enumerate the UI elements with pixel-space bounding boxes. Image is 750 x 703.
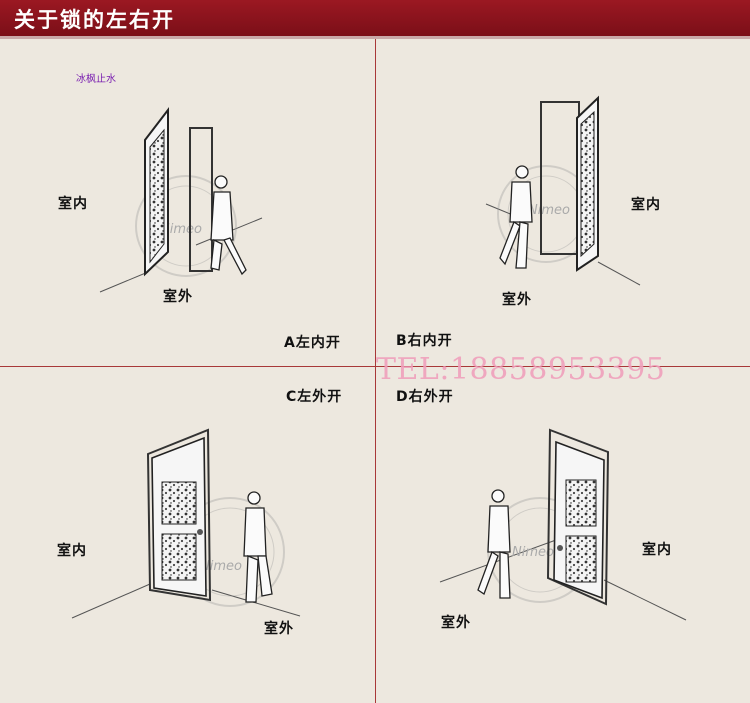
header-bar: 关于锁的左右开 <box>0 0 750 36</box>
door-glass <box>580 110 595 258</box>
door-handle <box>557 545 563 551</box>
floor-line <box>99 271 149 293</box>
door-frame <box>546 428 610 606</box>
vertical-divider <box>375 39 376 703</box>
panel-c-indoor-label: 室内 <box>57 543 87 559</box>
door-frame <box>540 101 580 255</box>
door-glass-lower <box>565 535 597 583</box>
phone-watermark: TEL:18858953395 <box>376 352 666 387</box>
floor-line <box>71 583 151 619</box>
panel-c-diagram: Nimeo <box>71 428 301 619</box>
panel-a-caption: A左内开 <box>284 335 341 351</box>
person-figure <box>210 175 247 276</box>
panel-d-diagram: Nimeo <box>439 428 687 621</box>
header-stripe <box>0 36 750 39</box>
panel-a-diagram: Nimeo <box>99 107 263 293</box>
wall-line <box>597 261 641 286</box>
panel-c-caption: C左外开 <box>286 389 343 405</box>
door-frame <box>189 127 213 272</box>
watermark-brand: Nimeo <box>512 545 554 560</box>
watermark-brand: Nimeo <box>160 222 202 237</box>
door-handle <box>197 529 203 535</box>
panel-b-indoor-label: 室内 <box>631 197 661 213</box>
panel-a-indoor-label: 室内 <box>58 196 88 212</box>
wall-line <box>603 579 687 621</box>
door-glass <box>149 128 165 264</box>
panel-c-outdoor-label: 室外 <box>264 621 294 637</box>
panel-d-caption: D右外开 <box>396 389 454 405</box>
person-figure <box>243 491 273 603</box>
door-frame <box>146 428 212 602</box>
door-glass-upper <box>565 479 597 527</box>
panel-a-outdoor-label: 室外 <box>163 289 193 305</box>
person-figure <box>499 165 533 269</box>
horizontal-divider <box>0 366 750 367</box>
panel-b-outdoor-label: 室外 <box>502 292 532 308</box>
person-figure <box>477 489 511 599</box>
panel-b-diagram: Nimeo <box>485 95 641 286</box>
page-title: 关于锁的左右开 <box>14 8 175 32</box>
panel-d-outdoor-label: 室外 <box>441 615 471 631</box>
door-glass-lower <box>161 533 197 581</box>
panel-d-indoor-label: 室内 <box>642 542 672 558</box>
panel-b-caption: B右内开 <box>396 333 453 349</box>
door-glass-upper <box>161 481 197 525</box>
wall-line <box>211 589 301 617</box>
floor-line <box>439 539 557 583</box>
watermark-tag: 冰枫止水 <box>76 74 116 85</box>
watermark-brand: Nimeo <box>528 203 570 218</box>
